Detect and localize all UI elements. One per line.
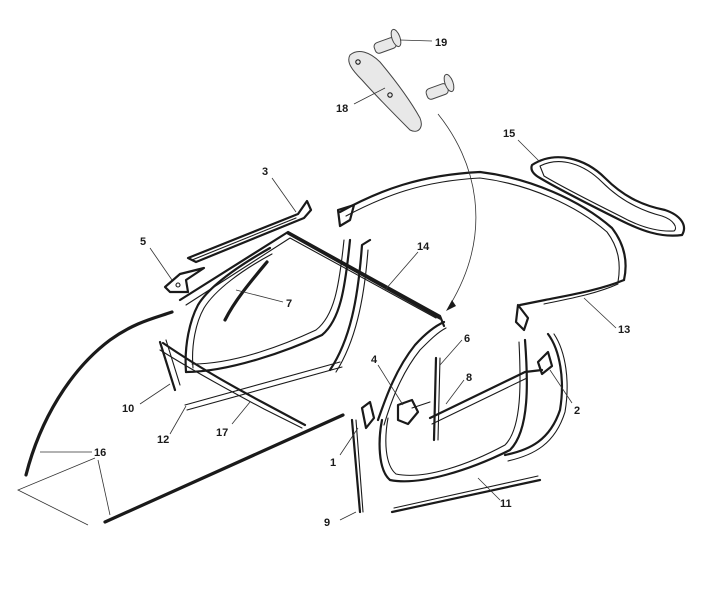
leader-1: [339, 427, 359, 456]
part-10-pillar-seal: [158, 340, 177, 392]
leader-16c: [97, 459, 111, 516]
part-18-hole-1: [355, 59, 361, 65]
part-2-rear-seal-inner: [507, 333, 568, 462]
part-4-bracket-arm: [411, 401, 431, 409]
callout-19: 19: [435, 37, 447, 49]
part-11-door-seal: [378, 338, 528, 483]
part-13-end-clip: [514, 303, 530, 332]
part-17-cowl-seal-b: [186, 366, 343, 411]
part-12-strip-b: [159, 349, 303, 429]
leader-9: [339, 511, 357, 521]
part-13-front-clip: [336, 203, 356, 228]
part-13-roof-side-seal: [338, 170, 627, 282]
callout-7: 7: [286, 298, 292, 310]
part-6-strip: [432, 356, 438, 442]
part-9-strip: [350, 418, 362, 514]
leader-5: [149, 247, 173, 281]
callout-11: 11: [500, 498, 512, 510]
leader-10: [139, 383, 171, 405]
leader-7: [235, 289, 284, 303]
leader-16b: [17, 457, 96, 526]
part-19-plug-upper: [373, 28, 402, 54]
callout-3: 3: [262, 166, 268, 178]
part-15-rear-window-seal: [530, 156, 686, 237]
part-13-roof-side-seal-b: [345, 177, 620, 283]
part-15-rear-window-seal-inner: [539, 161, 677, 232]
part-13-rear-section: [518, 278, 626, 307]
leader-11: [477, 477, 501, 501]
callout-13: 13: [618, 324, 630, 336]
part-8-belt-seal: [428, 368, 544, 420]
part-17-cowl-seal: [184, 361, 341, 406]
part-7-wiper-strip: [223, 260, 269, 322]
part-9-strip-b: [355, 419, 364, 513]
part-1-clip: [360, 400, 376, 430]
leader-2: [549, 369, 573, 404]
leader-12: [169, 405, 187, 435]
part-8-belt-seal-b: [431, 377, 528, 425]
part-a-pillar-seal: [328, 238, 372, 372]
leader-13: [583, 297, 617, 329]
part-19-plug-lower: [425, 73, 455, 100]
callout-17: 17: [216, 427, 228, 439]
callout-6: 6: [464, 333, 470, 345]
leader-19: [399, 39, 433, 42]
callout-2: 2: [574, 405, 580, 417]
callout-8: 8: [466, 372, 472, 384]
part-a-pillar-seal-inner: [335, 249, 369, 373]
part-2-rear-seal: [503, 332, 563, 457]
part-10-pillar-seal-b: [165, 339, 181, 386]
leader-4: [377, 364, 404, 406]
part-5-hole: [175, 282, 181, 288]
callout-5: 5: [140, 236, 146, 248]
leader-8: [445, 379, 465, 405]
callout-4: 4: [371, 354, 378, 366]
part-7-glass-seal-inner: [192, 253, 273, 369]
part-7-glass-seal: [184, 246, 272, 374]
leader-3: [271, 177, 297, 213]
part-11-sill-strip: [390, 478, 542, 514]
callout-1: 1: [330, 457, 336, 469]
leader-14: [384, 251, 419, 291]
part-16-body-seal-front: [24, 310, 174, 477]
part-13-rear-section-b: [543, 283, 619, 305]
part-door-frame-front-b: [383, 327, 447, 426]
part-5-bracket: [163, 266, 206, 294]
leader-6: [439, 339, 463, 366]
part-4-bracket: [396, 398, 420, 426]
part-14-header-bar: [286, 231, 442, 320]
leader-15: [517, 139, 541, 163]
part-lower-windshield-seal-inner: [191, 239, 345, 365]
part-18-trim-panel: [348, 51, 422, 132]
part-lower-windshield-seal: [184, 238, 352, 374]
assembly-arrow-head: [446, 300, 456, 311]
part-11-sill-strip-b: [393, 475, 539, 509]
callout-9: 9: [324, 517, 330, 529]
part-door-frame-front: [376, 320, 446, 422]
callout-16: 16: [94, 447, 106, 459]
part-16-body-seal-lower: [103, 413, 345, 524]
part-6-strip-b: [437, 357, 441, 441]
leader-18: [353, 87, 386, 105]
part-11-door-seal-inner: [385, 341, 521, 476]
part-3-roof-rail-seal: [186, 199, 313, 264]
part-3-roof-rail-detail: [191, 217, 297, 261]
leader-17: [231, 401, 251, 425]
callout-14: 14: [417, 241, 430, 253]
assembly-arrow: [437, 113, 477, 306]
callout-12: 12: [157, 434, 169, 446]
part-18-hole-2: [387, 92, 393, 98]
part-windshield-frame-inner: [185, 237, 437, 319]
callout-10: 10: [122, 403, 134, 415]
part-12-strip: [161, 341, 307, 427]
callout-18: 18: [336, 103, 348, 115]
callout-15: 15: [503, 128, 515, 140]
